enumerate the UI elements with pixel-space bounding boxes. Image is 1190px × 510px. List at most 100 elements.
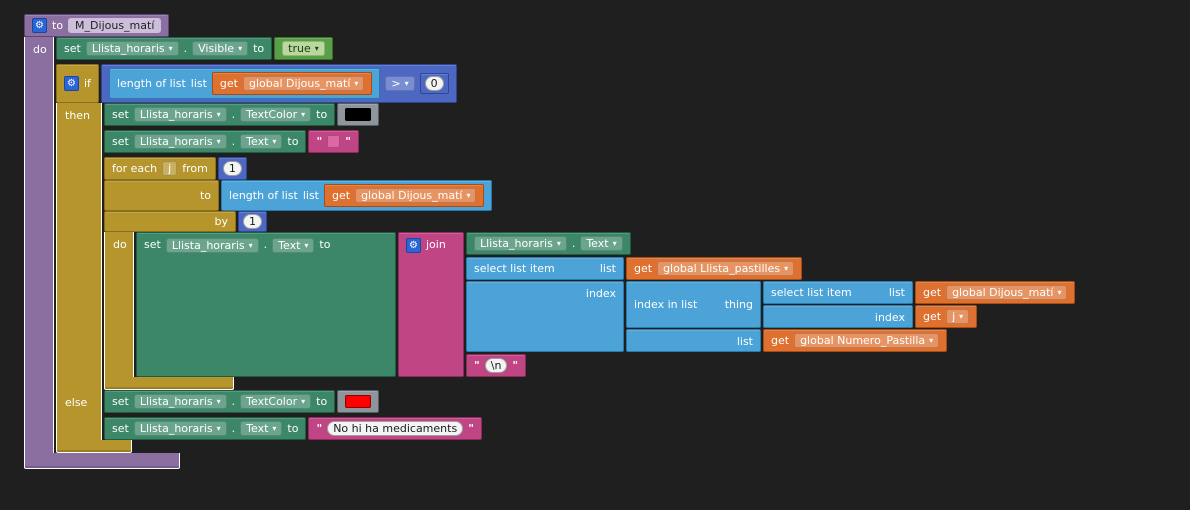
set-block[interactable]: set Llista_horaris ▾ . Text ▾	[104, 130, 307, 153]
get-variable-block[interactable]: get global Numero_Pastilla ▾	[763, 329, 948, 352]
operator-dropdown[interactable]: > ▾	[385, 76, 415, 91]
color-swatch-red[interactable]	[345, 395, 372, 408]
else-spine[interactable]: else	[56, 390, 102, 440]
set-block[interactable]: set Llista_horaris ▾ . Text ▾	[104, 417, 307, 440]
component-getter-block[interactable]: Llista_horaris ▾ . Text ▾	[466, 232, 631, 255]
property-dropdown[interactable]: TextColor ▾	[240, 394, 312, 409]
color-block-red[interactable]	[337, 390, 380, 413]
true-dropdown[interactable]: true ▾	[282, 41, 325, 56]
number-block[interactable]: 0	[419, 73, 449, 94]
compare-block[interactable]: length of list list get global Dijous_ma…	[100, 64, 457, 103]
for-each-do-spine[interactable]: do	[104, 232, 134, 377]
set-block[interactable]: set Llista_horaris ▾ . TextColor ▾	[104, 103, 336, 126]
component-dropdown[interactable]: Llista_horaris ▾	[133, 107, 227, 122]
number-field[interactable]: 1	[243, 214, 262, 229]
set-block[interactable]: set Llista_horaris ▾ .	[136, 232, 396, 377]
component-dropdown[interactable]: Llista_horaris ▾	[474, 236, 567, 251]
length-of-list-block[interactable]: length of list list get global Dijous_ma…	[108, 68, 381, 99]
get-variable-block[interactable]: get global Dijous_matí ▾	[323, 184, 485, 207]
variable-dropdown[interactable]: j ▾	[946, 309, 970, 324]
select-list-item-index-row[interactable]: index	[466, 281, 624, 352]
mutator-gear-icon[interactable]: ⚙	[32, 18, 47, 33]
set-label: set	[112, 395, 129, 408]
select-list-item-header[interactable]: select list item list	[763, 281, 913, 304]
index-in-list-header[interactable]: index in list thing	[626, 281, 761, 328]
component-dropdown[interactable]: Llista_horaris ▾	[133, 134, 227, 149]
if-block-header[interactable]: ⚙ if	[56, 64, 99, 103]
get-variable-block[interactable]: get global Dijous_matí ▾	[915, 281, 1076, 304]
property-dropdown[interactable]: Text ▾	[240, 421, 283, 436]
component-name: Llista_horaris	[91, 42, 165, 55]
index-in-list-block[interactable]: index in list thing	[626, 281, 1076, 352]
text-field[interactable]: \n	[484, 358, 508, 373]
number-block[interactable]: 1	[217, 157, 247, 180]
for-each-to-row[interactable]: to	[104, 180, 219, 211]
component-dropdown[interactable]: Llista_horaris ▾	[133, 394, 227, 409]
loop-variable-field[interactable]: j	[162, 161, 178, 176]
mutator-gear-icon[interactable]: ⚙	[64, 76, 79, 91]
true-value: true	[288, 42, 311, 55]
set-block[interactable]: set Llista_horaris ▾ . Visible ▾ to	[56, 37, 273, 60]
text-field[interactable]: No hi ha medicaments	[327, 421, 464, 436]
select-list-item-label: select list item	[771, 286, 852, 299]
select-list-item-inner-block[interactable]: select list item list get	[763, 281, 1076, 328]
component-dropdown[interactable]: Llista_horaris ▾	[165, 238, 259, 253]
dropdown-arrow-icon: ▾	[612, 238, 617, 248]
variable-dropdown[interactable]: global Llista_pastilles ▾	[657, 261, 795, 276]
quote-mark: "	[474, 359, 480, 372]
get-variable-block[interactable]: get j ▾	[915, 305, 978, 328]
procedure-block-footer[interactable]	[24, 453, 180, 469]
number-block[interactable]: 1	[238, 211, 267, 232]
dropdown-arrow-icon: ▾	[354, 78, 359, 88]
for-each-block-header[interactable]: for each j from	[104, 157, 216, 180]
number-field[interactable]: 0	[424, 76, 444, 91]
text-block-newline[interactable]: " \n "	[466, 354, 527, 377]
component-name: Llista_horaris	[139, 135, 213, 148]
empty-text-field[interactable]	[327, 135, 341, 148]
then-label: then	[65, 109, 91, 122]
to-label: to	[199, 189, 211, 202]
procedure-name-field[interactable]: M_Dijous_matí	[68, 18, 162, 33]
set-label: set	[144, 238, 161, 251]
mutator-gear-icon[interactable]: ⚙	[406, 238, 421, 253]
for-each-block-footer[interactable]	[104, 377, 234, 390]
variable-dropdown[interactable]: global Dijous_matí ▾	[243, 76, 365, 91]
component-dropdown[interactable]: Llista_horaris ▾	[133, 421, 227, 436]
text-block-message[interactable]: " No hi ha medicaments "	[308, 417, 482, 440]
variable-dropdown[interactable]: global Dijous_matí ▾	[355, 188, 477, 203]
property-dropdown[interactable]: Text ▾	[272, 238, 315, 253]
number-field[interactable]: 1	[222, 161, 242, 176]
select-list-item-index-row[interactable]: index	[763, 305, 913, 328]
procedure-block-header[interactable]: ⚙ to M_Dijous_matí	[24, 14, 170, 37]
if-block[interactable]: ⚙ if length of list list get global Dij	[56, 64, 1076, 453]
text-block-empty[interactable]: " "	[308, 130, 359, 153]
dropdown-arrow-icon: ▾	[272, 136, 277, 146]
for-each-by-row[interactable]: by	[104, 211, 236, 232]
select-list-item-block[interactable]: select list item list get	[466, 257, 1076, 352]
property-dropdown[interactable]: TextColor ▾	[240, 107, 312, 122]
color-block-black[interactable]	[337, 103, 380, 126]
property-dropdown[interactable]: Visible ▾	[192, 41, 249, 56]
variable-name: global Numero_Pastilla	[800, 334, 926, 347]
logic-true-block[interactable]: true ▾	[274, 37, 333, 60]
procedure-block[interactable]: ⚙ to M_Dijous_matí do set Llista_horaris…	[24, 14, 1076, 469]
get-variable-block[interactable]: get global Llista_pastilles ▾	[626, 257, 803, 280]
property-dropdown[interactable]: Text ▾	[580, 236, 623, 251]
for-each-block[interactable]: for each j from 1	[104, 157, 1076, 390]
then-spine[interactable]: then	[56, 103, 102, 390]
color-swatch-black[interactable]	[345, 108, 372, 121]
select-list-item-header[interactable]: select list item list	[466, 257, 624, 280]
procedure-do-spine[interactable]: do	[24, 37, 54, 453]
get-variable-block[interactable]: get global Dijous_matí ▾	[211, 72, 373, 95]
property-dropdown[interactable]: Text ▾	[240, 134, 283, 149]
join-block[interactable]: ⚙ join	[398, 232, 464, 377]
set-label: set	[112, 422, 129, 435]
length-of-list-block[interactable]: length of list list get global Dijous_ma…	[221, 180, 493, 211]
variable-dropdown[interactable]: global Numero_Pastilla ▾	[794, 333, 940, 348]
variable-dropdown[interactable]: global Dijous_matí ▾	[946, 285, 1068, 300]
component-dropdown[interactable]: Llista_horaris ▾	[85, 41, 179, 56]
set-block[interactable]: set Llista_horaris ▾ . TextColor ▾	[104, 390, 336, 413]
index-in-list-list-row[interactable]: list	[626, 329, 761, 352]
if-block-footer[interactable]	[56, 440, 132, 453]
